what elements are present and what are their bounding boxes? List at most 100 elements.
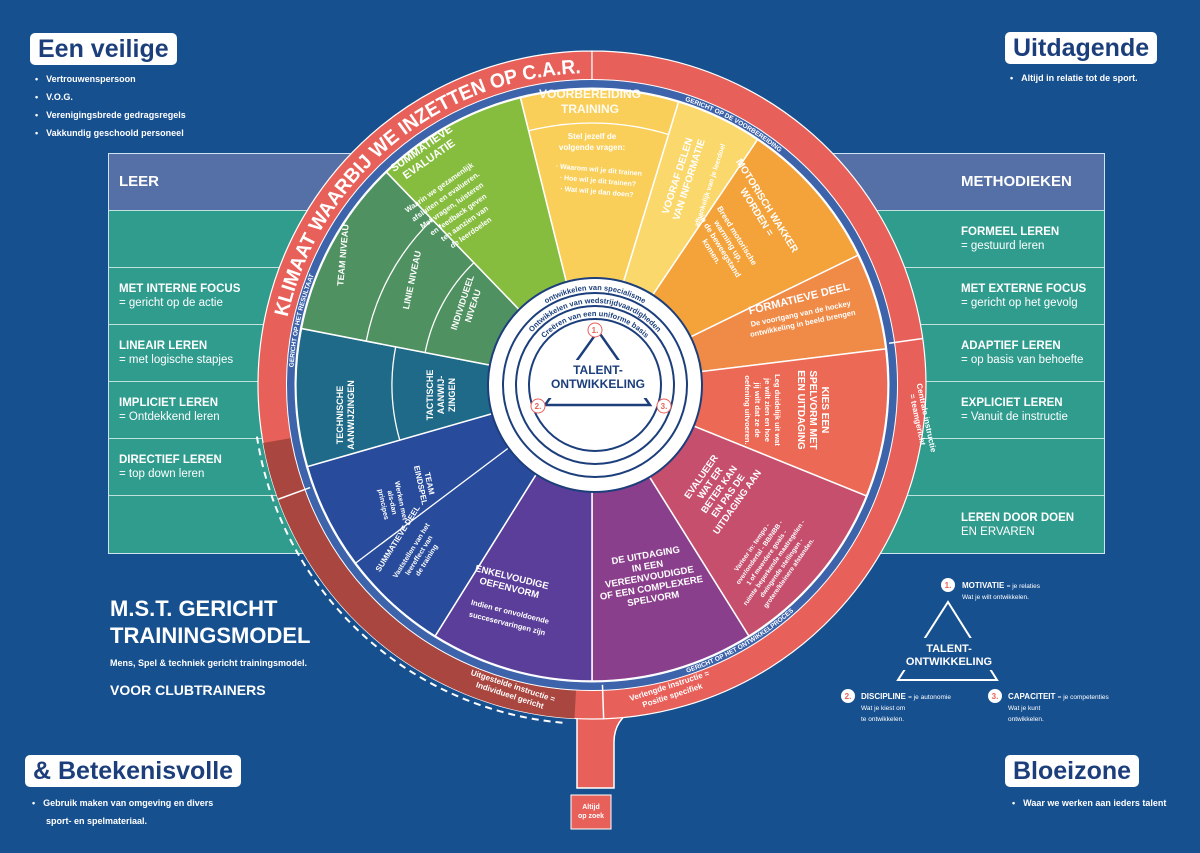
row-title: EXPLICIET LEREN bbox=[961, 397, 1063, 409]
text-line: TALENT- bbox=[573, 363, 623, 377]
text-line: AANWIJZINGEN bbox=[346, 380, 356, 450]
kies-sub: Leg duidelijk uit watje wilt zien en hoe… bbox=[743, 374, 782, 446]
ring-band-dark bbox=[263, 437, 577, 719]
row-title: LEREN DOOR DOEN bbox=[961, 511, 1075, 524]
text-line: AANWIJ- bbox=[436, 376, 446, 415]
methodiek-row: ADAPTIEF LEREN= op basis van behoefte bbox=[781, 325, 1104, 382]
band-line bbox=[294, 87, 890, 683]
text-line: Wat je kunt bbox=[1008, 705, 1040, 712]
text-line: als-dan bbox=[385, 490, 397, 515]
uitdagende-bullets: Altijd in relatie tot de sport. bbox=[1010, 69, 1138, 87]
text-line: te ontwikkelen. bbox=[861, 716, 904, 723]
heading-een-veilige: Een veilige bbox=[30, 33, 177, 65]
kies-title: KIES EENSPELVORM METEEN UITDAGING bbox=[795, 370, 830, 450]
legend-title: MOTIVATIE bbox=[962, 581, 1005, 590]
heading-uitdagende: Uitdagende bbox=[1005, 32, 1158, 64]
bullet: Gebruik maken van omgeving en divers bbox=[32, 794, 213, 812]
text-line: TACTISCHE bbox=[425, 370, 435, 421]
text-line: ZINGEN bbox=[447, 378, 457, 412]
bullet-continuation: sport- en spelmateriaal. bbox=[32, 812, 213, 830]
bullet: Vertrouwenspersoon bbox=[35, 70, 186, 88]
legend-relation: = je relaties bbox=[1007, 583, 1041, 590]
text-line: TALENT- bbox=[926, 643, 972, 655]
text-line: TRAINING bbox=[561, 102, 619, 116]
ring-divider bbox=[888, 337, 923, 344]
ring-divider bbox=[601, 684, 605, 719]
legend-item-capaciteit: 3. CAPACITEIT = je competenties Wat je k… bbox=[988, 689, 1110, 723]
divider bbox=[391, 346, 401, 441]
betekenisvolle-bullets: Gebruik maken van omgeving en divers spo… bbox=[32, 794, 213, 830]
legend-item-discipline: 2. DISCIPLINE = je autonomie Wat je kies… bbox=[841, 689, 951, 723]
text-line: ONTWIKKELING bbox=[906, 656, 992, 668]
row-title: IMPLICIET LEREN bbox=[119, 397, 219, 409]
text-line: volgende vragen: bbox=[559, 143, 625, 152]
text-line: TECHNISCHE bbox=[335, 386, 345, 445]
row-sub: = Vanuit de instructie bbox=[961, 411, 1068, 423]
leer-row bbox=[109, 211, 409, 268]
row-sub: = met logische stapjes bbox=[119, 354, 234, 366]
methodiek-row: EXPLICIET LEREN = Vanuit de instructie bbox=[781, 382, 1104, 439]
row-sub: EN ERVAREN bbox=[961, 525, 1035, 538]
legend-talent-label: TALENT-ONTWIKKELING bbox=[906, 643, 992, 668]
legend-title: DISCIPLINE bbox=[861, 692, 907, 701]
bullet-text: sport- en spelmateriaal. bbox=[46, 816, 148, 826]
badge-number: 2. bbox=[535, 402, 542, 411]
model-title-line2: TRAININGSMODEL bbox=[110, 623, 311, 648]
divider bbox=[365, 219, 433, 342]
text-line: SPELVORM MET bbox=[807, 370, 818, 449]
text-line: Stel jezelf de bbox=[568, 132, 617, 141]
band-line bbox=[286, 79, 898, 691]
dashed-arc bbox=[255, 432, 563, 724]
outer-ring bbox=[255, 50, 927, 724]
talent-center: 1. 2. 3. ontwikkelen van specialisme Ont… bbox=[487, 277, 703, 493]
leer-row: IMPLICIET LEREN= Ontdekkend leren bbox=[109, 382, 409, 439]
row-title: ADAPTIEF LEREN bbox=[961, 340, 1061, 352]
tactisch-title: TACTISCHEAANWIJ-ZINGEN bbox=[425, 370, 457, 421]
technisch-title: TECHNISCHEAANWIJZINGEN bbox=[335, 380, 356, 450]
bloeizone-bullets: Waar we werken aan ieders talent bbox=[1012, 794, 1166, 812]
divider bbox=[424, 262, 475, 353]
row-sub: = gericht op de actie bbox=[119, 297, 223, 309]
text-line: ontwikkelen. bbox=[1008, 716, 1044, 723]
row-sub: = gericht op het gevolg bbox=[961, 297, 1078, 309]
veilige-bullets: Vertrouwenspersoon V.O.G. Verenigingsbre… bbox=[35, 70, 186, 142]
ring-divider bbox=[277, 486, 311, 500]
text-line: Leg duidelijk uit wat bbox=[773, 374, 782, 446]
text-line: Wat je wilt ontwikkelen. bbox=[962, 594, 1029, 601]
row-title: MET INTERNE FOCUS bbox=[119, 283, 241, 295]
badge-number: 1. bbox=[945, 581, 952, 590]
row-title: DIRECTIEF LEREN bbox=[119, 454, 222, 466]
talent-ontwikkeling-label: TALENT-ONTWIKKELING bbox=[551, 363, 645, 391]
row-title: MET EXTERNE FOCUS bbox=[961, 283, 1087, 295]
bullet: Altijd in relatie tot de sport. bbox=[1010, 69, 1138, 87]
text-line: EEN UITDAGING bbox=[795, 370, 806, 450]
methodiek-row bbox=[781, 439, 1104, 496]
row-sub: = gestuurd leren bbox=[961, 240, 1045, 252]
badge-number: 3. bbox=[992, 692, 999, 701]
text-line: VOORBEREIDING bbox=[539, 87, 641, 101]
badge-2: 2. bbox=[530, 398, 546, 414]
legend-title: CAPACITEIT bbox=[1008, 692, 1056, 701]
heading-bloeizone: Bloeizone bbox=[1005, 755, 1140, 787]
altijd-op-zoek-box bbox=[570, 794, 612, 830]
badge-1: 1. bbox=[587, 322, 603, 338]
svg-text:DISCIPLINE = je autonomie: DISCIPLINE = je autonomie bbox=[861, 692, 951, 701]
model-subtitle: Mens, Spel & techniek gericht trainingsm… bbox=[110, 658, 308, 668]
svg-text:CAPACITEIT = je competenties: CAPACITEIT = je competenties bbox=[1008, 692, 1110, 701]
row-sub: = top down leren bbox=[119, 468, 205, 480]
text-line: je wilt zien en hoe bbox=[763, 377, 772, 442]
divider bbox=[528, 122, 669, 136]
bullet: Vakkundig geschoold personeel bbox=[35, 124, 186, 142]
segment-dividers bbox=[355, 122, 669, 564]
badge-number: 3. bbox=[661, 402, 668, 411]
legend-relation: = je competenties bbox=[1058, 694, 1110, 701]
row-title: FORMEEL LEREN bbox=[961, 226, 1060, 238]
legend-desc: Wat je wilt ontwikkelen. bbox=[962, 594, 1029, 601]
divider bbox=[355, 444, 513, 564]
svg-text:MOTIVATIE = je relaties: MOTIVATIE = je relaties bbox=[962, 581, 1041, 590]
legend-desc: Wat je kunt ontwikkelen. bbox=[1008, 705, 1044, 723]
text-line: oefening uitvoeren. bbox=[743, 375, 752, 444]
